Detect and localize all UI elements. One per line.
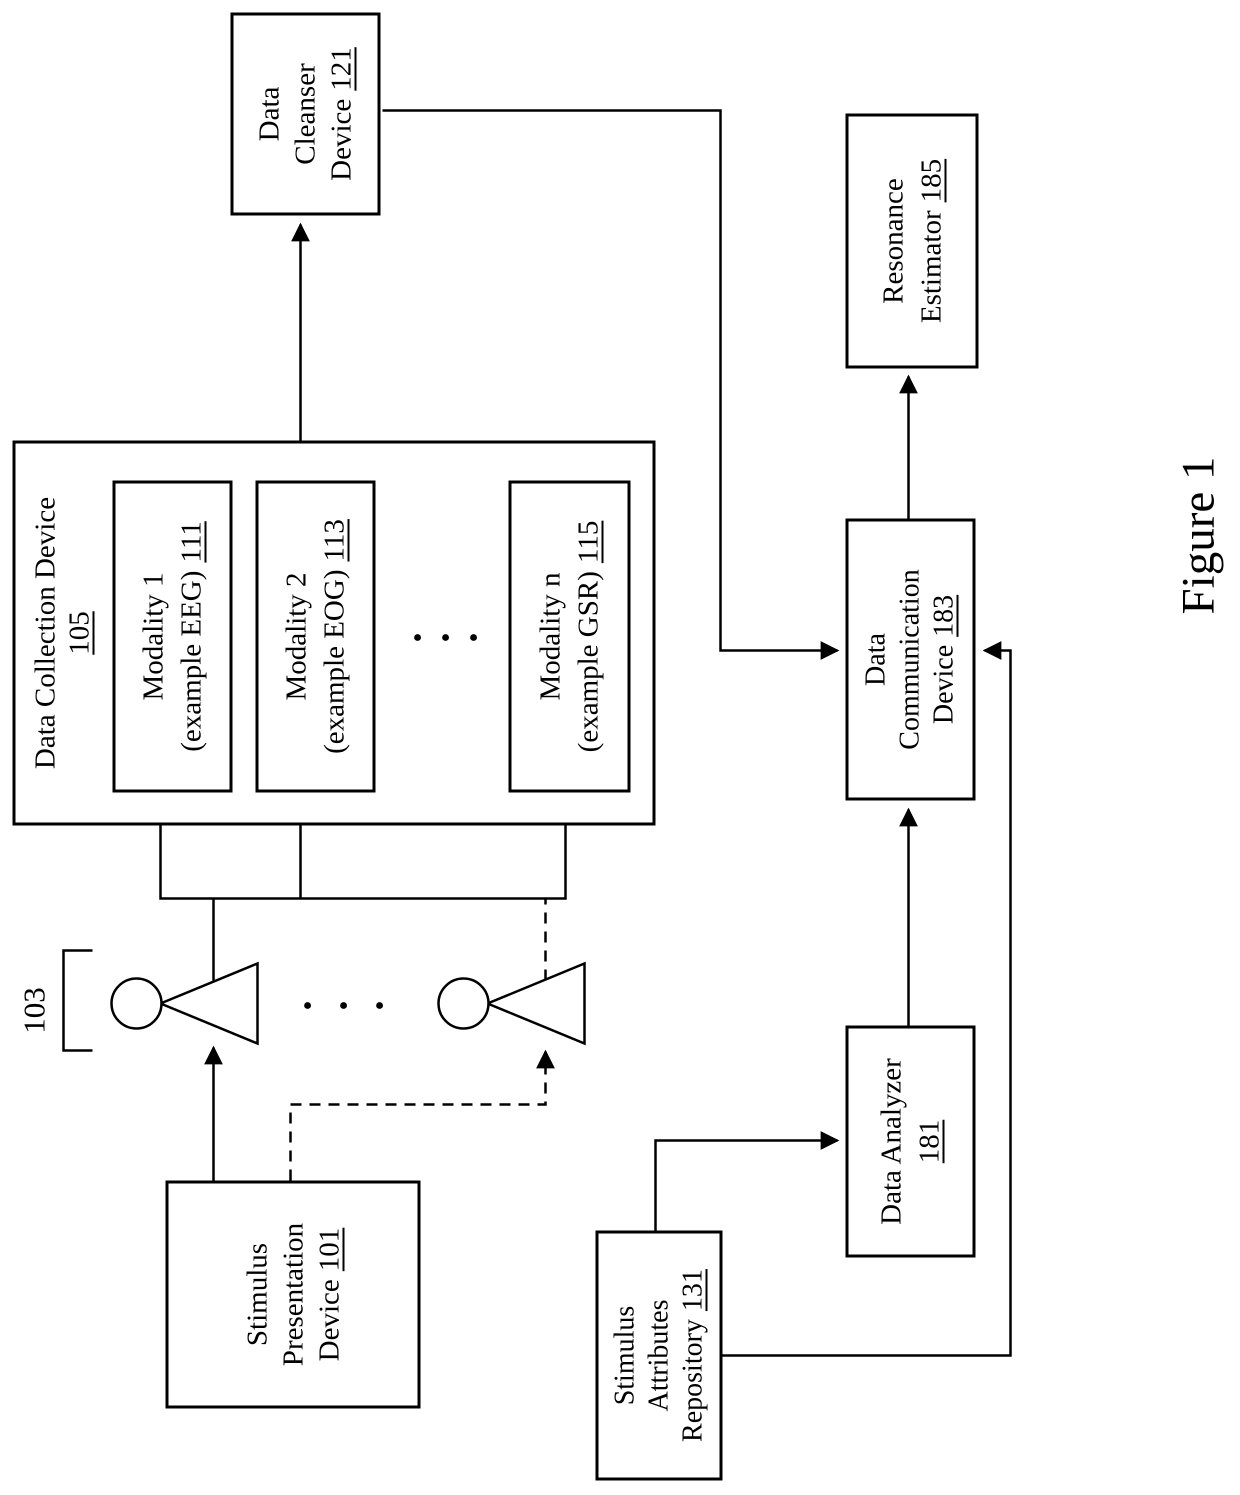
figure-caption: Figure 1 bbox=[1172, 456, 1224, 614]
ellipsis-dot: · bbox=[357, 998, 403, 1012]
ref-numeral: 111 bbox=[175, 520, 207, 563]
ref-numeral: 181 bbox=[913, 1119, 945, 1163]
node-label-line: Device 183 bbox=[927, 594, 961, 723]
node-label-line: Data Analyzer bbox=[872, 1058, 910, 1225]
node-label-line: 181 bbox=[910, 1119, 948, 1163]
label-text: Device bbox=[312, 1278, 345, 1361]
label-text: (example EOG) bbox=[318, 569, 350, 754]
label-text: Modality n bbox=[534, 571, 566, 701]
node-label-line: Data bbox=[251, 86, 287, 141]
ref-numeral: 121 bbox=[325, 46, 357, 91]
node-label-line: (example GSR) 115 bbox=[569, 520, 607, 752]
ellipsis-dot: · bbox=[423, 630, 469, 644]
node-label-line: Device 121 bbox=[323, 47, 359, 181]
node-modality-1: Modality 1 (example EEG) 111 bbox=[112, 480, 232, 792]
arrow-stimulus-to-panelist-n bbox=[288, 1049, 555, 1180]
ellipsis-dot: · bbox=[451, 630, 497, 644]
label-text: Data Collection Device bbox=[29, 496, 61, 769]
node-label-line: Resonance bbox=[874, 178, 912, 304]
node-label-line: Modality 2 bbox=[277, 572, 315, 700]
ref-numeral: 101 bbox=[312, 1227, 345, 1271]
node-data-communication-device: Data Communication Device 183 bbox=[845, 518, 975, 800]
node-label-line: Data bbox=[859, 633, 893, 686]
label-text: Presentation bbox=[276, 1222, 309, 1366]
label-text: (example EEG) bbox=[175, 570, 207, 752]
ref-numeral: 183 bbox=[928, 594, 959, 637]
label-text: Stimulus bbox=[240, 1242, 273, 1346]
node-label-line: Attributes bbox=[642, 1299, 676, 1411]
panelist-1-icon bbox=[109, 961, 259, 1045]
ellipsis-dot: · bbox=[285, 998, 331, 1012]
node-stimulus-attributes-repository: Stimulus Attributes Repository 131 bbox=[595, 1230, 722, 1480]
label-text: Cleanser bbox=[289, 62, 321, 165]
node-label-line: 105 bbox=[62, 440, 96, 825]
label-text: (example GSR) bbox=[572, 570, 604, 752]
label-text: Stimulus bbox=[608, 1305, 640, 1405]
label-text: Device bbox=[928, 644, 959, 724]
label-text: Attributes bbox=[642, 1299, 674, 1411]
data-collection-title: Data Collection Device 105 bbox=[28, 440, 96, 825]
node-label-line: Repository 131 bbox=[676, 1269, 710, 1442]
ref-numeral: 105 bbox=[63, 610, 95, 655]
node-stimulus-presentation-device: Stimulus Presentation Device 101 bbox=[165, 1180, 420, 1408]
label-text: Repository bbox=[676, 1318, 708, 1442]
node-label-line: Cleanser bbox=[287, 63, 323, 164]
node-label-line: Stimulus bbox=[608, 1305, 642, 1405]
node-label-line: Stimulus bbox=[239, 1242, 275, 1345]
panelist-body-shape bbox=[483, 961, 586, 1045]
panelists-ellipsis: · · · bbox=[285, 998, 403, 1012]
panelist-head-shape bbox=[436, 976, 490, 1030]
label-text: Data bbox=[253, 86, 285, 141]
node-label-line: Device 101 bbox=[311, 1227, 347, 1361]
arrow-repository-to-analyzer bbox=[653, 1130, 839, 1230]
node-label-line: Communication bbox=[893, 569, 927, 749]
label-text: Modality 2 bbox=[280, 571, 312, 701]
node-label-line: Presentation bbox=[275, 1222, 311, 1365]
ref-numeral: 113 bbox=[318, 518, 350, 562]
modalities-ellipsis: · · · bbox=[395, 630, 497, 644]
ref-numeral: 131 bbox=[676, 1268, 708, 1311]
ref-numeral: 115 bbox=[572, 520, 604, 563]
node-data-analyzer: Data Analyzer 181 bbox=[845, 1025, 975, 1257]
label-text: Resonance bbox=[876, 177, 909, 304]
label-text: Estimator bbox=[914, 209, 947, 323]
panelist-head-shape bbox=[109, 976, 163, 1030]
label-text: Data Analyzer bbox=[875, 1057, 907, 1225]
label-text: Device bbox=[325, 98, 357, 181]
node-data-cleanser-device: Data Cleanser Device 121 bbox=[230, 12, 380, 215]
panel-group-bracket bbox=[61, 948, 92, 1052]
node-label-line: (example EOG) 113 bbox=[315, 519, 353, 754]
collector-input-ports bbox=[158, 825, 567, 900]
label-text: Data bbox=[860, 632, 891, 686]
panelist-n-icon bbox=[436, 961, 586, 1045]
node-modality-n: Modality n (example GSR) 115 bbox=[508, 480, 630, 792]
panelist-body-shape bbox=[156, 961, 259, 1045]
ref-numeral: 185 bbox=[914, 158, 947, 202]
node-resonance-estimator: Resonance Estimator 185 bbox=[845, 113, 978, 368]
node-label-line: Modality n bbox=[531, 572, 569, 700]
node-modality-2: Modality 2 (example EOG) 113 bbox=[255, 480, 375, 792]
label-text: Modality 1 bbox=[137, 571, 169, 701]
ellipsis-dot: · bbox=[395, 630, 441, 644]
panel-group-label: 103 bbox=[16, 986, 51, 1034]
node-label-line: Data Collection Device bbox=[28, 440, 62, 825]
node-label-line: (example EEG) 111 bbox=[172, 521, 210, 752]
label-text: Communication bbox=[894, 568, 925, 750]
ellipsis-dot: · bbox=[321, 998, 367, 1012]
node-label-line: Estimator 185 bbox=[912, 158, 950, 322]
node-label-line: Modality 1 bbox=[134, 572, 172, 700]
arrow-cleanser-to-communication bbox=[382, 108, 839, 660]
arrow-repository-to-communication bbox=[722, 640, 1012, 1357]
